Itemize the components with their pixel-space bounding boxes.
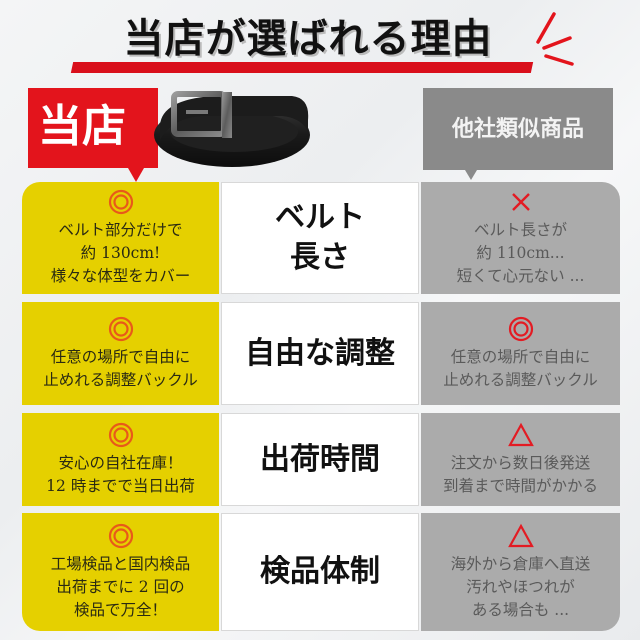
ours-cell: ベルト部分だけで 約 130cm! 様々な体型をカバー <box>22 182 219 294</box>
cross-icon <box>508 189 534 215</box>
competitor-label-text: 他社類似商品 <box>451 116 584 142</box>
ours-description: ベルト部分だけで 約 130cm! 様々な体型をカバー <box>50 220 191 285</box>
label-pointer <box>128 168 144 182</box>
double-circle-icon <box>108 189 134 215</box>
our-store-label-text: 当店 <box>38 101 126 152</box>
comparison-row: ベルト部分だけで 約 130cm! 様々な体型をカバー ベルト 長さ ベルト長さ… <box>22 182 620 294</box>
our-store-label: 当店 <box>28 88 158 182</box>
other-cell: 任意の場所で自由に 止めれる調整バックル <box>421 302 620 405</box>
item-cell: 検品体制 <box>221 513 419 631</box>
triangle-icon <box>507 523 534 549</box>
item-cell: 自由な調整 <box>221 302 419 405</box>
ours-cell: 安心の自社在庫！ 12 時までで当日出荷 <box>22 413 219 506</box>
comparison-row: 任意の場所で自由に 止めれる調整バックル 自由な調整 任意の場所で自由に 止めれ… <box>22 302 620 405</box>
other-cell: 海外から倉庫へ直送 汚れやほつれが ある場合も ... <box>421 513 620 631</box>
double-circle-icon <box>508 316 534 342</box>
double-circle-icon <box>108 316 134 342</box>
ours-description: 工場検品と国内検品 出荷までに 2 回の 検品で万全！ <box>50 554 191 619</box>
triangle-icon <box>507 422 534 448</box>
page-title: 当店が選ばれる理由 <box>123 15 493 62</box>
item-label: 自由な調整 <box>245 335 395 371</box>
other-description: 任意の場所で自由に 止めれる調整バックル <box>443 347 598 389</box>
ours-cell: 任意の場所で自由に 止めれる調整バックル <box>22 302 219 405</box>
ours-description: 安心の自社在庫！ 12 時までで当日出荷 <box>46 453 195 495</box>
header: 当店が選ばれる理由 <box>0 0 640 80</box>
item-cell: 出荷時間 <box>221 413 419 506</box>
comparison-row: 工場検品と国内検品 出荷までに 2 回の 検品で万全！ 検品体制 海外から倉庫へ… <box>22 513 620 631</box>
ours-cell: 工場検品と国内検品 出荷までに 2 回の 検品で万全！ <box>22 513 219 631</box>
double-circle-icon <box>108 523 134 549</box>
double-circle-icon <box>108 422 134 448</box>
item-cell: ベルト 長さ <box>221 182 419 294</box>
item-label: ベルト 長さ <box>275 200 365 275</box>
belt-product-image <box>154 91 310 167</box>
other-description: 海外から倉庫へ直送 汚れやほつれが ある場合も ... <box>450 554 591 619</box>
emphasis-burst-icon <box>536 12 574 66</box>
other-cell: 注文から数日後発送 到着まで時間がかかる <box>421 413 620 506</box>
comparison-row: 安心の自社在庫！ 12 時までで当日出荷 出荷時間 注文から数日後発送 到着まで… <box>22 413 620 506</box>
ours-description: 任意の場所で自由に 止めれる調整バックル <box>43 347 198 389</box>
other-description: 注文から数日後発送 到着まで時間がかかる <box>442 453 598 495</box>
item-label: 出荷時間 <box>260 441 380 477</box>
other-description: ベルト長さが 約 110cm... 短くて心元ない ... <box>456 220 585 285</box>
item-label: 検品体制 <box>260 554 380 589</box>
label-pointer <box>465 170 477 180</box>
other-cell: ベルト長さが 約 110cm... 短くて心元ない ... <box>421 182 620 294</box>
competitor-label: 他社類似商品 <box>423 88 613 180</box>
